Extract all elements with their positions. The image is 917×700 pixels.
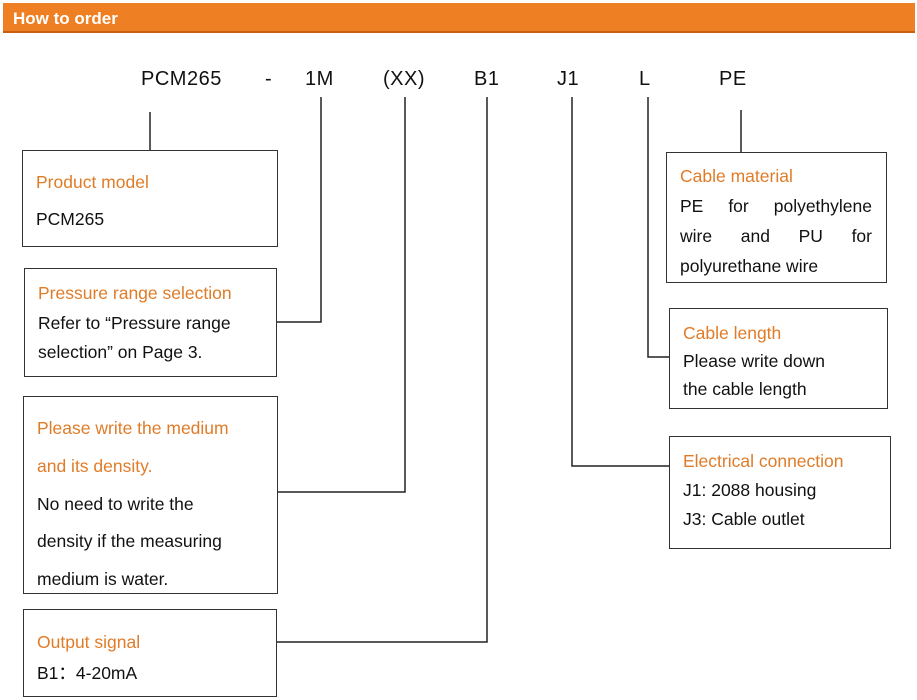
cable-material-title: Cable material	[680, 166, 793, 186]
connector-output	[277, 97, 488, 643]
section-header: How to order	[3, 3, 915, 33]
output-signal-title: Output signal	[37, 632, 141, 652]
medium-line-2: density if the measuring	[37, 531, 222, 551]
cable-material-line-2: wire and PU for	[680, 226, 872, 246]
cable-material-line-1: PE for polyethylene	[680, 196, 872, 216]
medium-box: Please write the medium and its density.…	[23, 396, 278, 594]
connector-medium	[277, 97, 406, 493]
electrical-connection-line-1: J1: 2088 housing	[683, 480, 817, 500]
section-title: How to order	[13, 9, 118, 28]
product-model-box: Product model PCM265	[22, 150, 278, 247]
output-signal-value: B1：4-20mA	[37, 663, 138, 683]
pressure-range-line-2: selection” on Page 3.	[38, 342, 203, 362]
code-medium: (XX)	[383, 68, 425, 90]
medium-line-3: medium is water.	[37, 569, 169, 589]
cable-material-line-3: polyurethane wire	[680, 256, 819, 276]
output-signal-box: Output signal B1：4-20mA	[23, 609, 277, 697]
code-output: B1	[474, 68, 500, 90]
cable-length-box: Cable length Please write down the cable…	[669, 308, 888, 409]
cable-length-title: Cable length	[683, 323, 782, 343]
connector-length	[647, 97, 669, 358]
electrical-connection-box: Electrical connection J1: 2088 housing J…	[669, 436, 891, 549]
code-dash: -	[265, 68, 273, 90]
pressure-range-box: Pressure range selection Refer to “Press…	[24, 268, 277, 377]
medium-title-line-1: Please write the medium	[37, 418, 229, 438]
code-material: PE	[719, 68, 747, 90]
medium-title-line-2: and its density.	[37, 456, 153, 476]
cable-length-line-1: Please write down	[683, 351, 826, 371]
product-model-title: Product model	[36, 172, 149, 192]
pressure-range-line-1: Refer to “Pressure range	[38, 313, 231, 333]
code-model: PCM265	[141, 68, 222, 90]
medium-line-1: No need to write the	[37, 494, 194, 514]
electrical-connection-line-2: J3: Cable outlet	[683, 509, 805, 529]
code-connection: J1	[557, 68, 580, 90]
electrical-connection-title: Electrical connection	[683, 451, 844, 471]
code-range: 1M	[305, 68, 334, 90]
cable-length-line-2: the cable length	[683, 379, 807, 399]
cable-material-box: Cable material PE for polyethylene wire …	[666, 152, 887, 283]
connector-range	[277, 97, 322, 323]
code-length: L	[639, 68, 651, 90]
pressure-range-title: Pressure range selection	[38, 283, 232, 303]
product-model-value: PCM265	[36, 209, 105, 229]
connector-connection	[571, 97, 669, 467]
